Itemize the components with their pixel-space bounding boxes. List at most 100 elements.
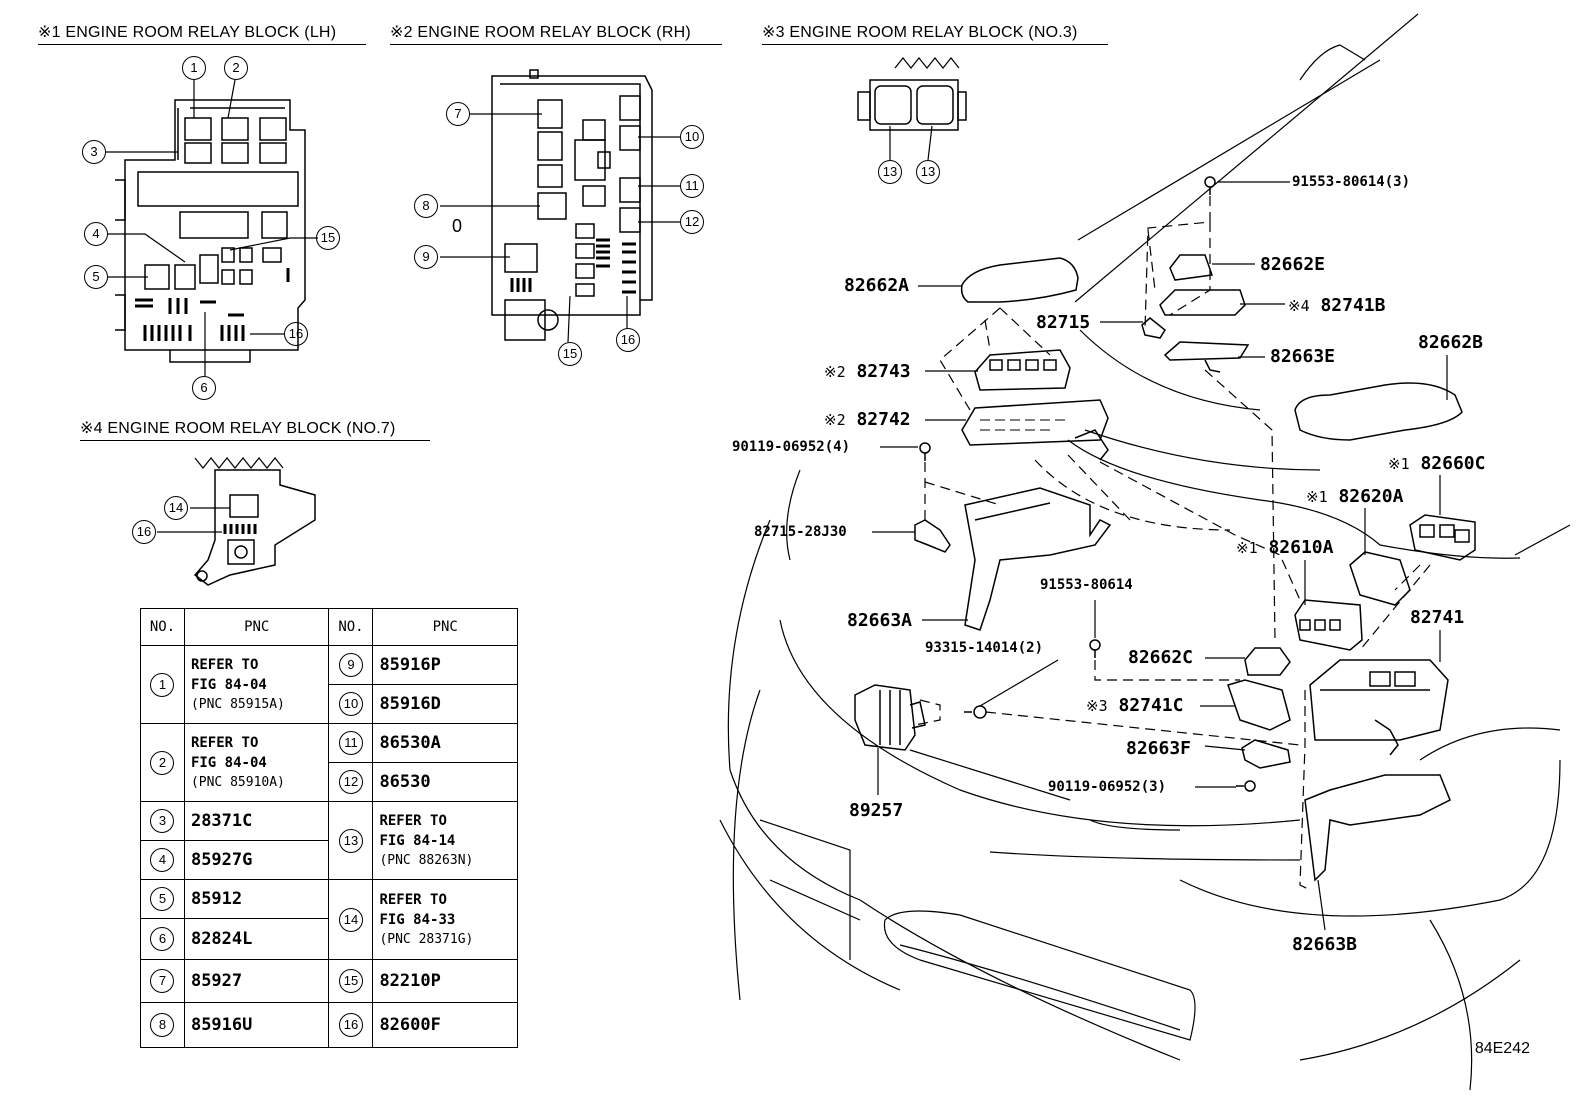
pnc-table: NO. PNC NO. PNC 1 REFER TO FIG 84-04 (PN… [140,608,518,1048]
header-mark: ※1 [38,24,61,41]
row-pnc: 85927 [183,959,330,1003]
zero-label: 0 [452,216,462,236]
header-relay-block-lh: ※1 ENGINE ROOM RELAY BLOCK (LH) [38,22,336,42]
component-82620A [1349,551,1411,606]
callout-13: 13 [878,160,902,184]
col-no: NO. [140,608,185,646]
component-82662C [1244,647,1291,676]
ref-line: FIG 84-14 [379,832,456,849]
callout-5: 5 [84,265,108,289]
vehicle-body-outline [719,13,1571,1091]
part-89257: 89257 [849,800,904,821]
table-row: 6 82824L [140,918,518,960]
row-pnc: 85916U [183,1002,330,1048]
ref-line: (PNC 88263N) [379,852,474,868]
component-82715-28J30 [914,519,951,553]
note-mark: ※2 [824,363,846,381]
row-pnc-ref: REFER TO FIG 84-04 (PNC 85915A) [183,645,330,724]
callout-16: 16 [338,1013,363,1037]
component-block-82742 [961,399,1109,461]
header-mark: ※2 [390,24,413,41]
callout-15: 15 [558,342,582,366]
part-number: 82660C [1420,453,1486,474]
note-mark: ※1 [1306,488,1328,506]
part-number: 82742 [856,409,911,430]
part-91553-80614: 91553-80614 [1040,577,1133,593]
table-row: 5 85912 14 REFER TO FIG 84-33 (PNC 28371… [140,879,518,960]
ref-line: REFER TO [190,734,259,751]
note-mark: ※4 [1288,297,1310,315]
callout-2: 2 [224,56,248,80]
row-no: 2 [140,723,185,802]
relay-block-rh [491,69,653,341]
part-82620A: ※1 82620A [1306,488,1403,506]
component-82660C [1409,514,1476,561]
row-no: 1 [140,645,185,724]
component-cover-82662A [960,257,1079,303]
callout-15: 15 [338,969,363,993]
callout-11: 11 [338,731,363,755]
ref-line: REFER TO [190,656,259,673]
header-relay-block-no7: ※4 ENGINE ROOM RELAY BLOCK (NO.7) [80,418,396,438]
part-82663E: 82663E [1270,346,1336,367]
part-number: 82610A [1268,537,1334,558]
note-mark: ※3 [1086,697,1108,715]
table-row: 3 28371C 13 REFER TO FIG 84-14 (PNC 8826… [140,801,518,880]
row-no: 15 [328,959,374,1003]
part-number: 82620A [1338,486,1404,507]
header-label: ENGINE ROOM RELAY BLOCK (RH) [417,24,691,41]
callout-14: 14 [338,907,363,932]
part-number: 82741C [1118,695,1184,716]
header-label: ENGINE ROOM RELAY BLOCK (NO.7) [107,420,396,437]
row-no: 16 [328,1002,374,1048]
component-82663E [1163,341,1250,373]
row-no: 14 [328,879,374,960]
row-pnc: 85912 [183,879,330,919]
figure-code: 84E242 [1474,1040,1530,1057]
row-no: 9 [328,645,374,685]
callout-8: 8 [414,194,438,218]
part-82663A: 82663A [847,610,913,631]
ref-line: FIG 84-33 [379,911,456,928]
row-no: 12 [328,762,374,802]
relay-block-lh [115,99,306,363]
part-82741C: ※3 82741C [1086,697,1183,715]
callout-15: 15 [316,226,340,250]
table-row: 1 REFER TO FIG 84-04 (PNC 85915A) 9 8591… [140,645,518,724]
component-cover-82662B [1294,382,1463,441]
callout-13: 13 [916,160,940,184]
callout-4: 4 [84,222,108,246]
row-pnc: 85916D [372,684,518,724]
callout-16: 16 [616,328,640,352]
callout-3: 3 [150,809,175,833]
callout-7: 7 [150,969,175,993]
component-82663B [1304,774,1451,882]
callout-1: 1 [150,672,175,697]
row-no: 5 [140,879,185,919]
ref-line: FIG 84-04 [190,676,267,693]
ref-line: REFER TO [379,812,447,829]
header-mark: ※3 [762,24,785,41]
ref-line: (PNC 85910A) [190,774,285,790]
part-82742: ※2 82742 [824,411,911,429]
callout-12: 12 [338,770,363,794]
row-pnc: 85927G [183,840,330,880]
component-82741C [1227,679,1291,731]
header-mark: ※4 [80,420,103,437]
table-row: 2 REFER TO FIG 84-04 (PNC 85910A) 11 865… [140,723,518,802]
callout-8: 8 [150,1013,175,1037]
part-82662A: 82662A [844,275,910,296]
part-82610A: ※1 82610A [1236,539,1333,557]
ref-line: REFER TO [379,891,447,908]
callout-3: 3 [82,140,106,164]
callout-9: 9 [338,653,363,677]
part-82660C: ※1 82660C [1388,455,1485,473]
note-mark: ※2 [824,411,846,429]
row-no: 3 [140,801,185,841]
part-82743: ※2 82743 [824,363,911,381]
header-underline [38,44,366,45]
callout-2: 2 [150,750,175,775]
row-pnc: 86530A [372,723,518,763]
row-no: 8 [140,1002,185,1048]
